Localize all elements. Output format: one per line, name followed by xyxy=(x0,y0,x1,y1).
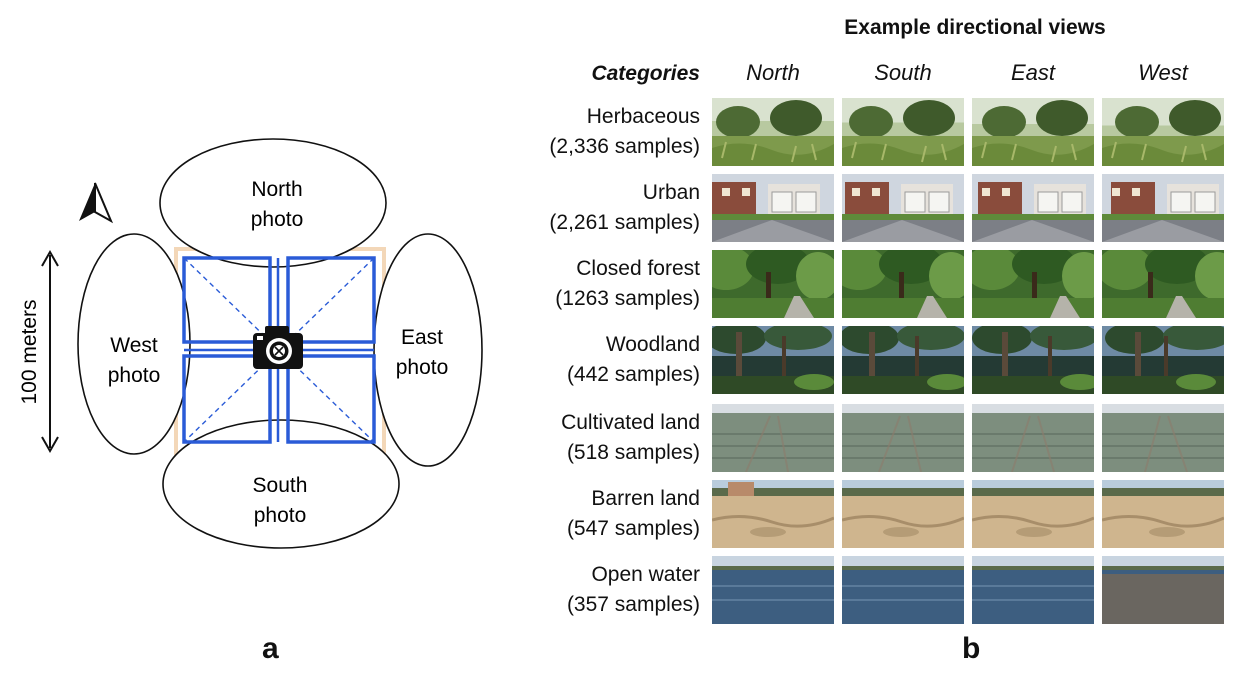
photo-cultivated-north xyxy=(712,404,834,472)
category-sample-count: (2,336 samples) xyxy=(549,135,700,158)
sampling-grid xyxy=(182,256,376,444)
photo-urban-east xyxy=(972,174,1094,242)
north-arrow-icon xyxy=(79,182,114,224)
diagonals xyxy=(183,257,375,443)
direction-header-north: North xyxy=(746,60,800,85)
photo-urban-south xyxy=(842,174,964,242)
photo-forest-west xyxy=(1102,250,1224,318)
photo-water-north xyxy=(712,556,834,624)
west-ellipse xyxy=(77,233,191,455)
category-label: Cultivated land (518 samples) xyxy=(500,408,700,468)
category-sample-count: (442 samples) xyxy=(566,363,700,386)
photo-cultivated-south xyxy=(842,404,964,472)
east-ellipse xyxy=(373,233,483,467)
photo-water-east xyxy=(972,556,1094,624)
category-name: Open water xyxy=(591,563,700,586)
category-label: Barren land (547 samples) xyxy=(500,484,700,544)
photo-woodland-north xyxy=(712,326,834,394)
category-label: Herbaceous (2,336 samples) xyxy=(500,102,700,162)
photo-barren-north xyxy=(712,480,834,548)
north-ellipse xyxy=(159,138,387,268)
category-sample-count: (357 samples) xyxy=(566,593,700,616)
photo-water-west xyxy=(1102,556,1224,624)
photo-forest-south xyxy=(842,250,964,318)
direction-header-east: East xyxy=(1010,60,1056,85)
photo-forest-east xyxy=(972,250,1094,318)
double-arrow-icon xyxy=(41,249,59,454)
direction-header-west: West xyxy=(1138,60,1188,85)
category-label: Woodland (442 samples) xyxy=(500,330,700,390)
category-label: Closed forest (1263 samples) xyxy=(500,254,700,314)
category-name: Urban xyxy=(642,181,700,204)
photo-cultivated-west xyxy=(1102,404,1224,472)
category-name: Herbaceous xyxy=(586,105,700,128)
photo-barren-west xyxy=(1102,480,1224,548)
panel-label-b: b xyxy=(962,632,981,665)
category-label: Urban (2,261 samples) xyxy=(500,178,700,238)
photo-forest-north xyxy=(712,250,834,318)
category-sample-count: (2,261 samples) xyxy=(549,211,700,234)
camera-icon xyxy=(253,326,303,369)
distance-label: 100 meters xyxy=(18,299,41,404)
category-label: Open water (357 samples) xyxy=(500,560,700,620)
category-name: Closed forest xyxy=(576,257,700,280)
photo-urban-west xyxy=(1102,174,1224,242)
photo-barren-south xyxy=(842,480,964,548)
category-sample-count: (547 samples) xyxy=(566,517,700,540)
photo-urban-north xyxy=(712,174,834,242)
direction-header-south: South xyxy=(874,60,932,85)
panel-label-a: a xyxy=(262,632,279,665)
photo-woodland-west xyxy=(1102,326,1224,394)
category-sample-count: (1263 samples) xyxy=(555,287,700,310)
categories-header: Categories xyxy=(591,62,700,85)
category-name: Barren land xyxy=(591,487,700,510)
photo-herbaceous-north xyxy=(712,98,834,166)
photo-herbaceous-west xyxy=(1102,98,1224,166)
photo-woodland-east xyxy=(972,326,1094,394)
photo-woodland-south xyxy=(842,326,964,394)
category-name: Woodland xyxy=(605,333,700,356)
photo-cultivated-east xyxy=(972,404,1094,472)
category-name: Cultivated land xyxy=(561,411,700,434)
photo-barren-east xyxy=(972,480,1094,548)
photo-herbaceous-east xyxy=(972,98,1094,166)
photo-herbaceous-south xyxy=(842,98,964,166)
photo-water-south xyxy=(842,556,964,624)
panel-b-title: Example directional views xyxy=(844,16,1106,39)
south-ellipse xyxy=(162,419,400,549)
category-sample-count: (518 samples) xyxy=(566,441,700,464)
